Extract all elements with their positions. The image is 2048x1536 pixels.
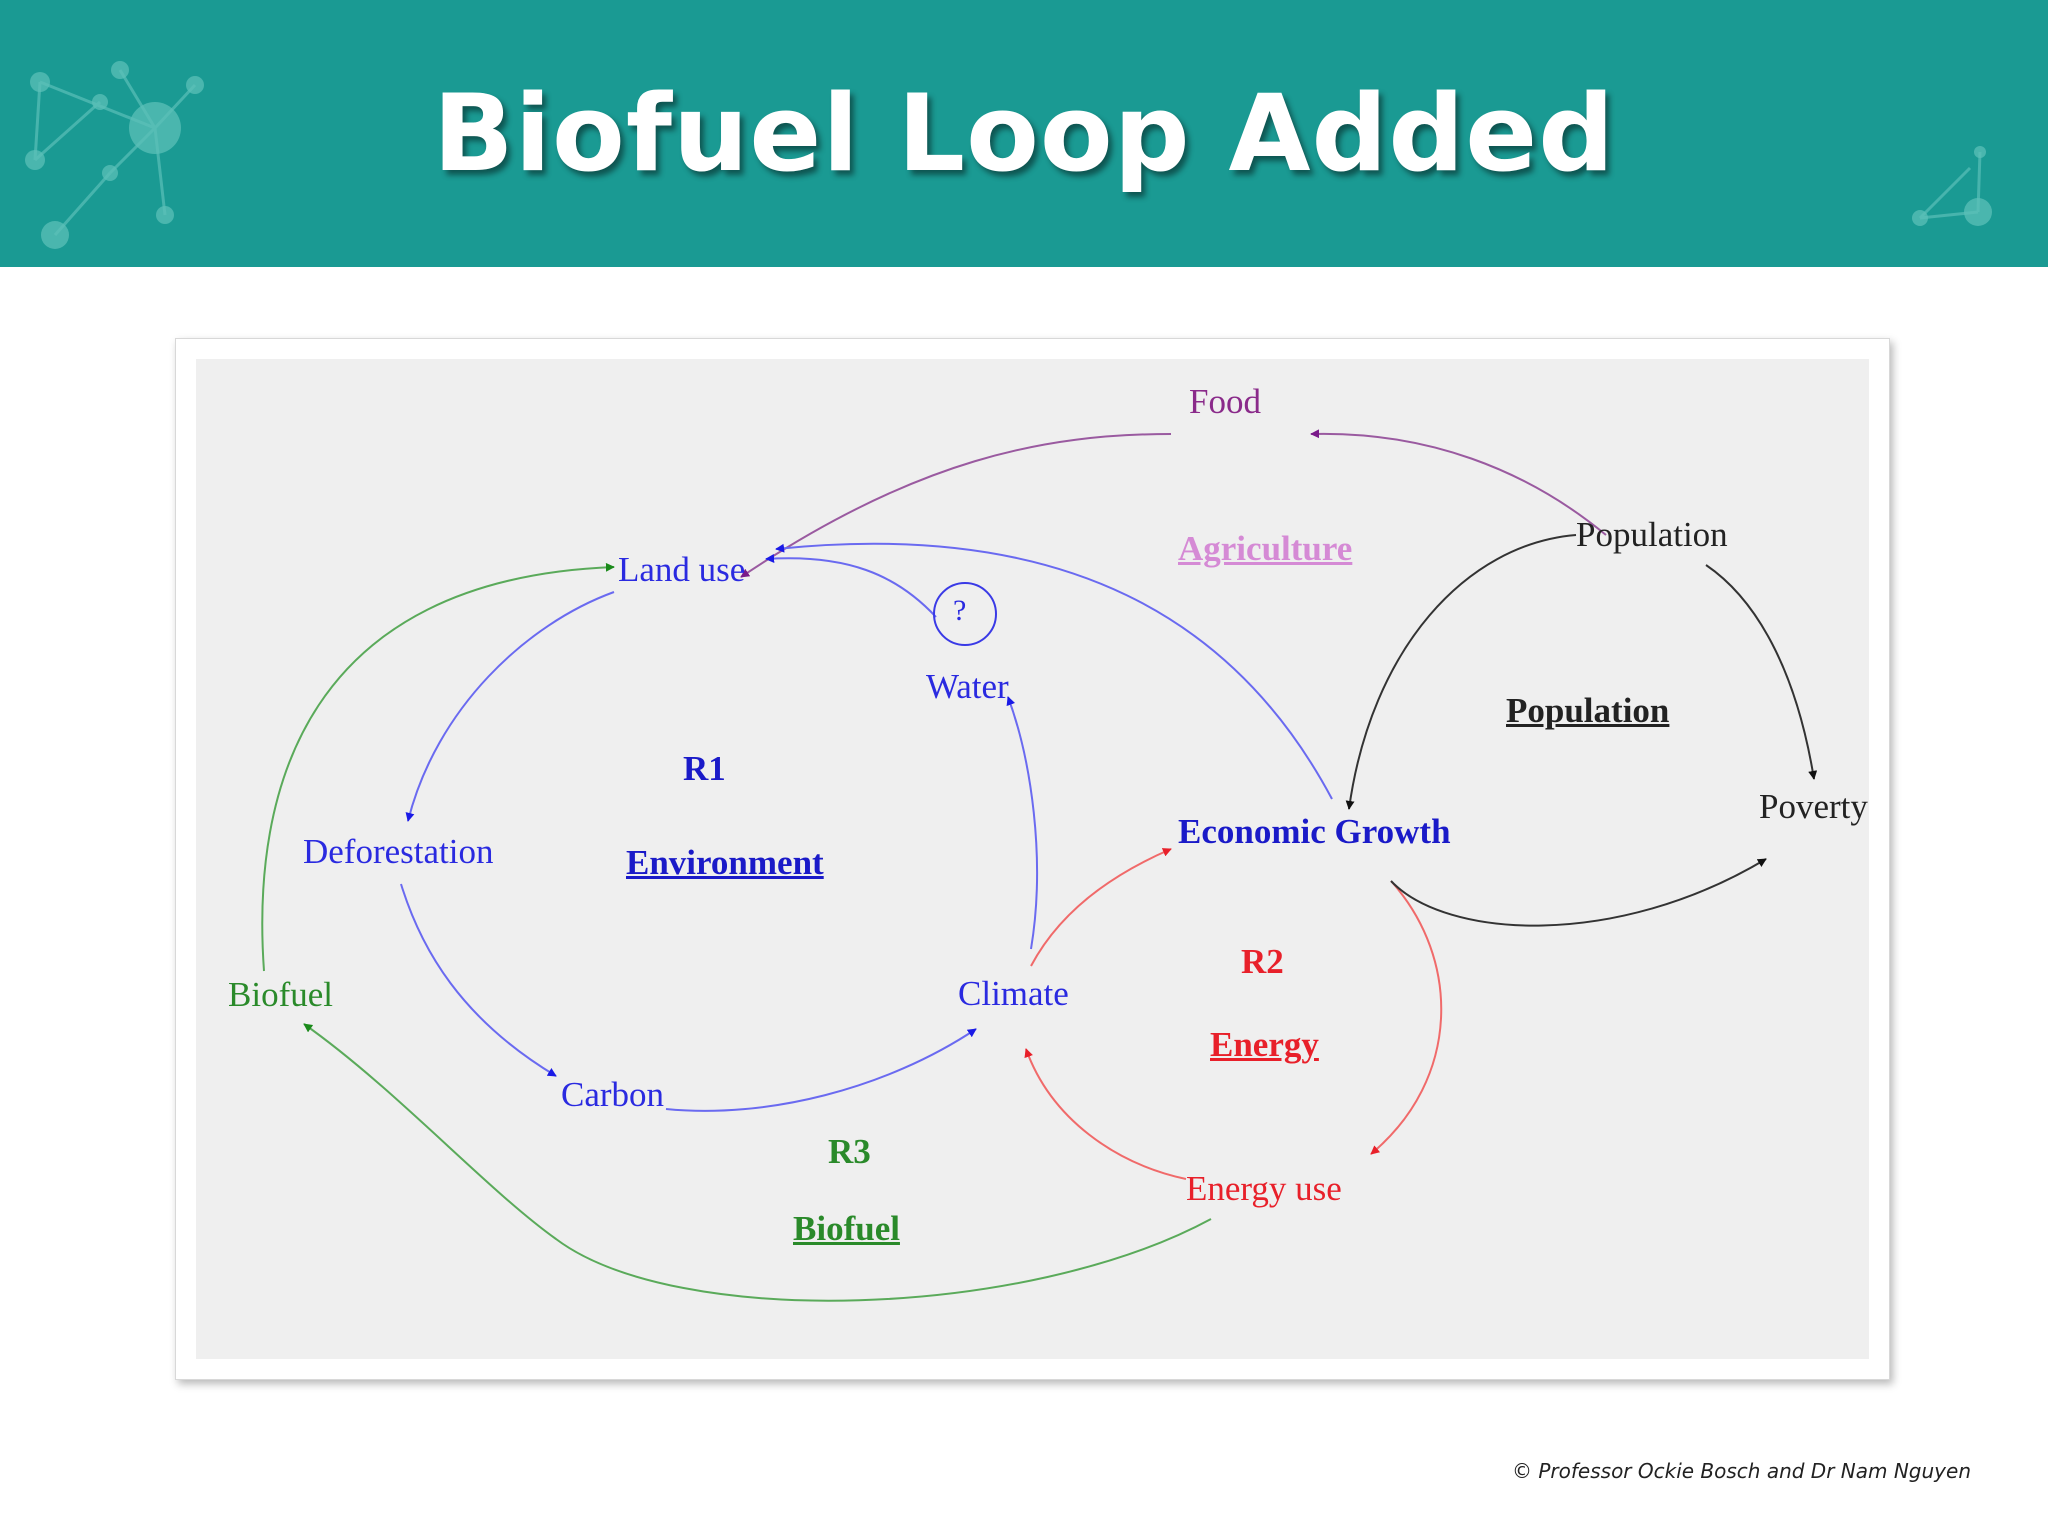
- arrow-carbon-to-climate: [665, 1028, 977, 1112]
- loop-label-environment: Environment: [626, 843, 824, 882]
- node-carbon: Carbon: [561, 1075, 665, 1114]
- causal-loop-diagram: Food Land use ? Water Population Defores…: [175, 338, 1890, 1380]
- loop-id-r3: R3: [828, 1132, 871, 1171]
- node-population: Population: [1576, 515, 1728, 554]
- arrow-biofuel-to-land-use: [261, 562, 615, 972]
- node-biofuel: Biofuel: [228, 975, 333, 1014]
- loop-label-agriculture: Agriculture: [1178, 529, 1353, 568]
- node-water: Water: [926, 667, 1009, 706]
- arrow-food-to-land-use: [740, 433, 1172, 578]
- loop-label-biofuel: Biofuel: [793, 1209, 900, 1248]
- network-decoration-icon: [1912, 146, 1992, 226]
- node-water-question-mark: ?: [953, 594, 967, 627]
- node-energy-use: Energy use: [1186, 1169, 1342, 1208]
- arrow-deforestation-to-carbon: [400, 883, 557, 1077]
- node-economic-growth: Economic Growth: [1178, 812, 1451, 851]
- arrow-climate-to-water: [1006, 696, 1039, 950]
- slide-title: Biofuel Loop Added: [432, 72, 1616, 195]
- arrow-population-to-economic-growth: [1345, 534, 1577, 810]
- arrow-water-to-land-use: [765, 554, 937, 618]
- loop-id-r1: R1: [683, 749, 726, 788]
- arrow-energy-use-to-climate: [1024, 1048, 1187, 1180]
- slide-header: Biofuel Loop Added: [0, 0, 2048, 267]
- diagram-arrows: [261, 429, 1818, 1302]
- arrow-population-to-food: [1310, 429, 1607, 536]
- arrow-climate-to-economic-growth: [1030, 848, 1172, 967]
- network-decoration-icon: [25, 61, 204, 249]
- arrow-energy-use-to-biofuel: [303, 1023, 1212, 1302]
- node-food: Food: [1189, 382, 1261, 421]
- arrow-land-use-to-deforestation: [405, 591, 615, 822]
- arrow-economic-growth-to-land-use: [775, 542, 1333, 800]
- loop-label-population: Population: [1506, 691, 1670, 730]
- node-land-use: Land use: [618, 550, 746, 589]
- arrow-economic-growth-to-poverty: [1390, 858, 1767, 927]
- water-question-circle: [933, 582, 997, 646]
- loop-id-r2: R2: [1241, 942, 1284, 981]
- loop-label-energy: Energy: [1210, 1025, 1319, 1064]
- copyright-notice: © Professor Ockie Bosch and Dr Nam Nguye…: [1512, 1459, 1971, 1483]
- arrow-population-to-poverty: [1705, 564, 1818, 780]
- arrow-economic-growth-to-energy-use: [1370, 880, 1443, 1155]
- node-deforestation: Deforestation: [303, 832, 494, 871]
- node-poverty: Poverty: [1759, 787, 1868, 826]
- node-climate: Climate: [958, 974, 1069, 1013]
- diagram-canvas: Food Land use ? Water Population Defores…: [196, 359, 1869, 1359]
